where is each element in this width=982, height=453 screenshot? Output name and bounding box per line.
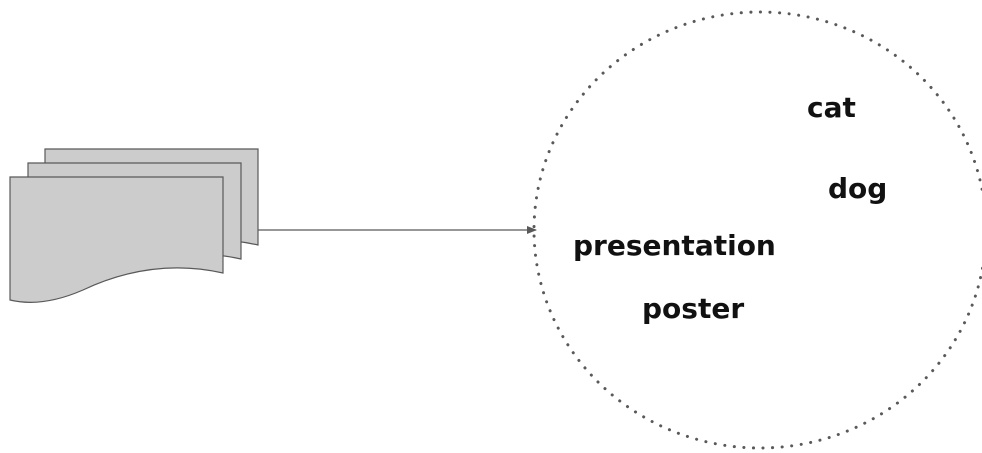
stacked-documents-icon bbox=[9, 148, 259, 303]
word-poster: poster bbox=[642, 292, 745, 325]
word-cluster-circle bbox=[532, 10, 982, 450]
word-cat: cat bbox=[807, 91, 856, 124]
document-page-front bbox=[9, 176, 224, 303]
word-dog: dog bbox=[828, 172, 888, 205]
word-presentation: presentation bbox=[573, 229, 776, 262]
